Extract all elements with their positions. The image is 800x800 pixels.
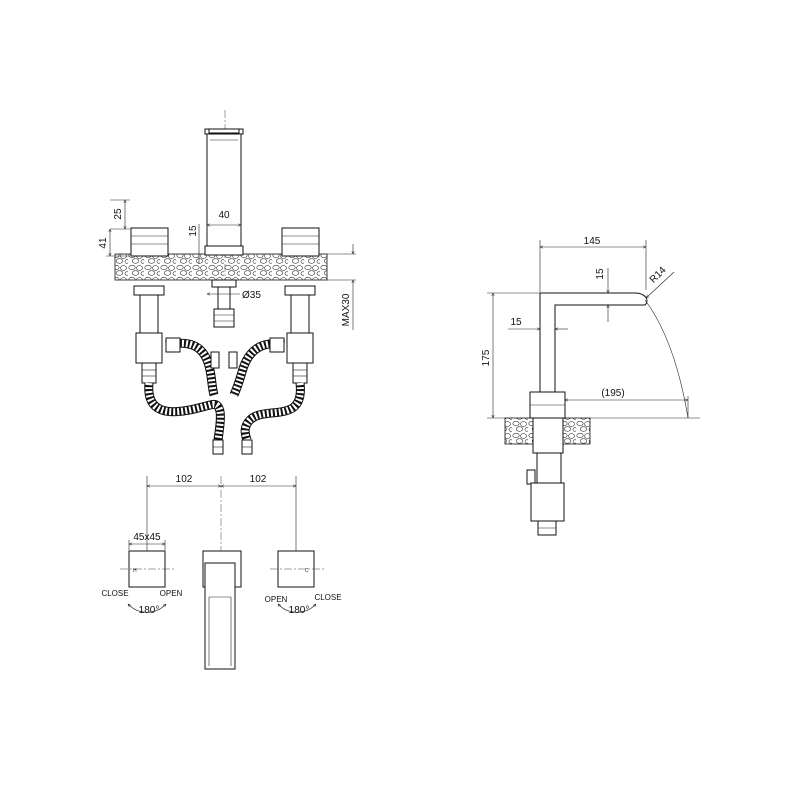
braided-hoses bbox=[144, 337, 305, 455]
dim-left-spacing: 102 bbox=[176, 474, 193, 485]
dim-height-25: 25 bbox=[113, 208, 124, 220]
left-rotation-label: 180° bbox=[139, 605, 160, 616]
left-open-label: OPEN bbox=[160, 589, 183, 598]
dim-height: 175 bbox=[481, 349, 492, 366]
dim-spout-gap-15: 15 bbox=[188, 225, 199, 237]
left-handle-letter: H bbox=[133, 568, 137, 574]
left-handle-front bbox=[130, 227, 169, 257]
right-rotation-label: 180° bbox=[289, 605, 310, 616]
dim-spout-width-40: 40 bbox=[218, 210, 230, 221]
spout-body bbox=[206, 132, 242, 249]
dim-hole-diameter: Ø35 bbox=[242, 290, 261, 301]
right-close-label: CLOSE bbox=[314, 593, 341, 602]
left-close-label: CLOSE bbox=[101, 589, 128, 598]
dim-deck-max: MAX30 bbox=[341, 293, 352, 326]
right-open-label: OPEN bbox=[265, 595, 288, 604]
dim-height-41: 41 bbox=[98, 237, 109, 249]
countertop-section bbox=[114, 253, 328, 281]
dim-spout-thickness: 15 bbox=[595, 268, 606, 280]
right-handle-letter: C bbox=[305, 568, 309, 574]
top-view: 102 102 45x45 H CLOSE OPEN 180° C OPEN C… bbox=[101, 474, 342, 670]
dim-spout-radius: R14 bbox=[648, 265, 669, 286]
dim-reach: 145 bbox=[584, 236, 601, 247]
dim-right-spacing: 102 bbox=[250, 474, 267, 485]
right-handle-front bbox=[281, 227, 320, 257]
front-view: 25 41 40 15 Ø35 MAX30 bbox=[98, 110, 356, 455]
side-view: 145 15 R14 15 175 (195) bbox=[481, 236, 700, 536]
side-spout-profile bbox=[539, 292, 648, 393]
dim-handle-size: 45x45 bbox=[133, 532, 161, 543]
dim-throw: (195) bbox=[601, 388, 624, 399]
dim-body-offset: 15 bbox=[510, 317, 522, 328]
